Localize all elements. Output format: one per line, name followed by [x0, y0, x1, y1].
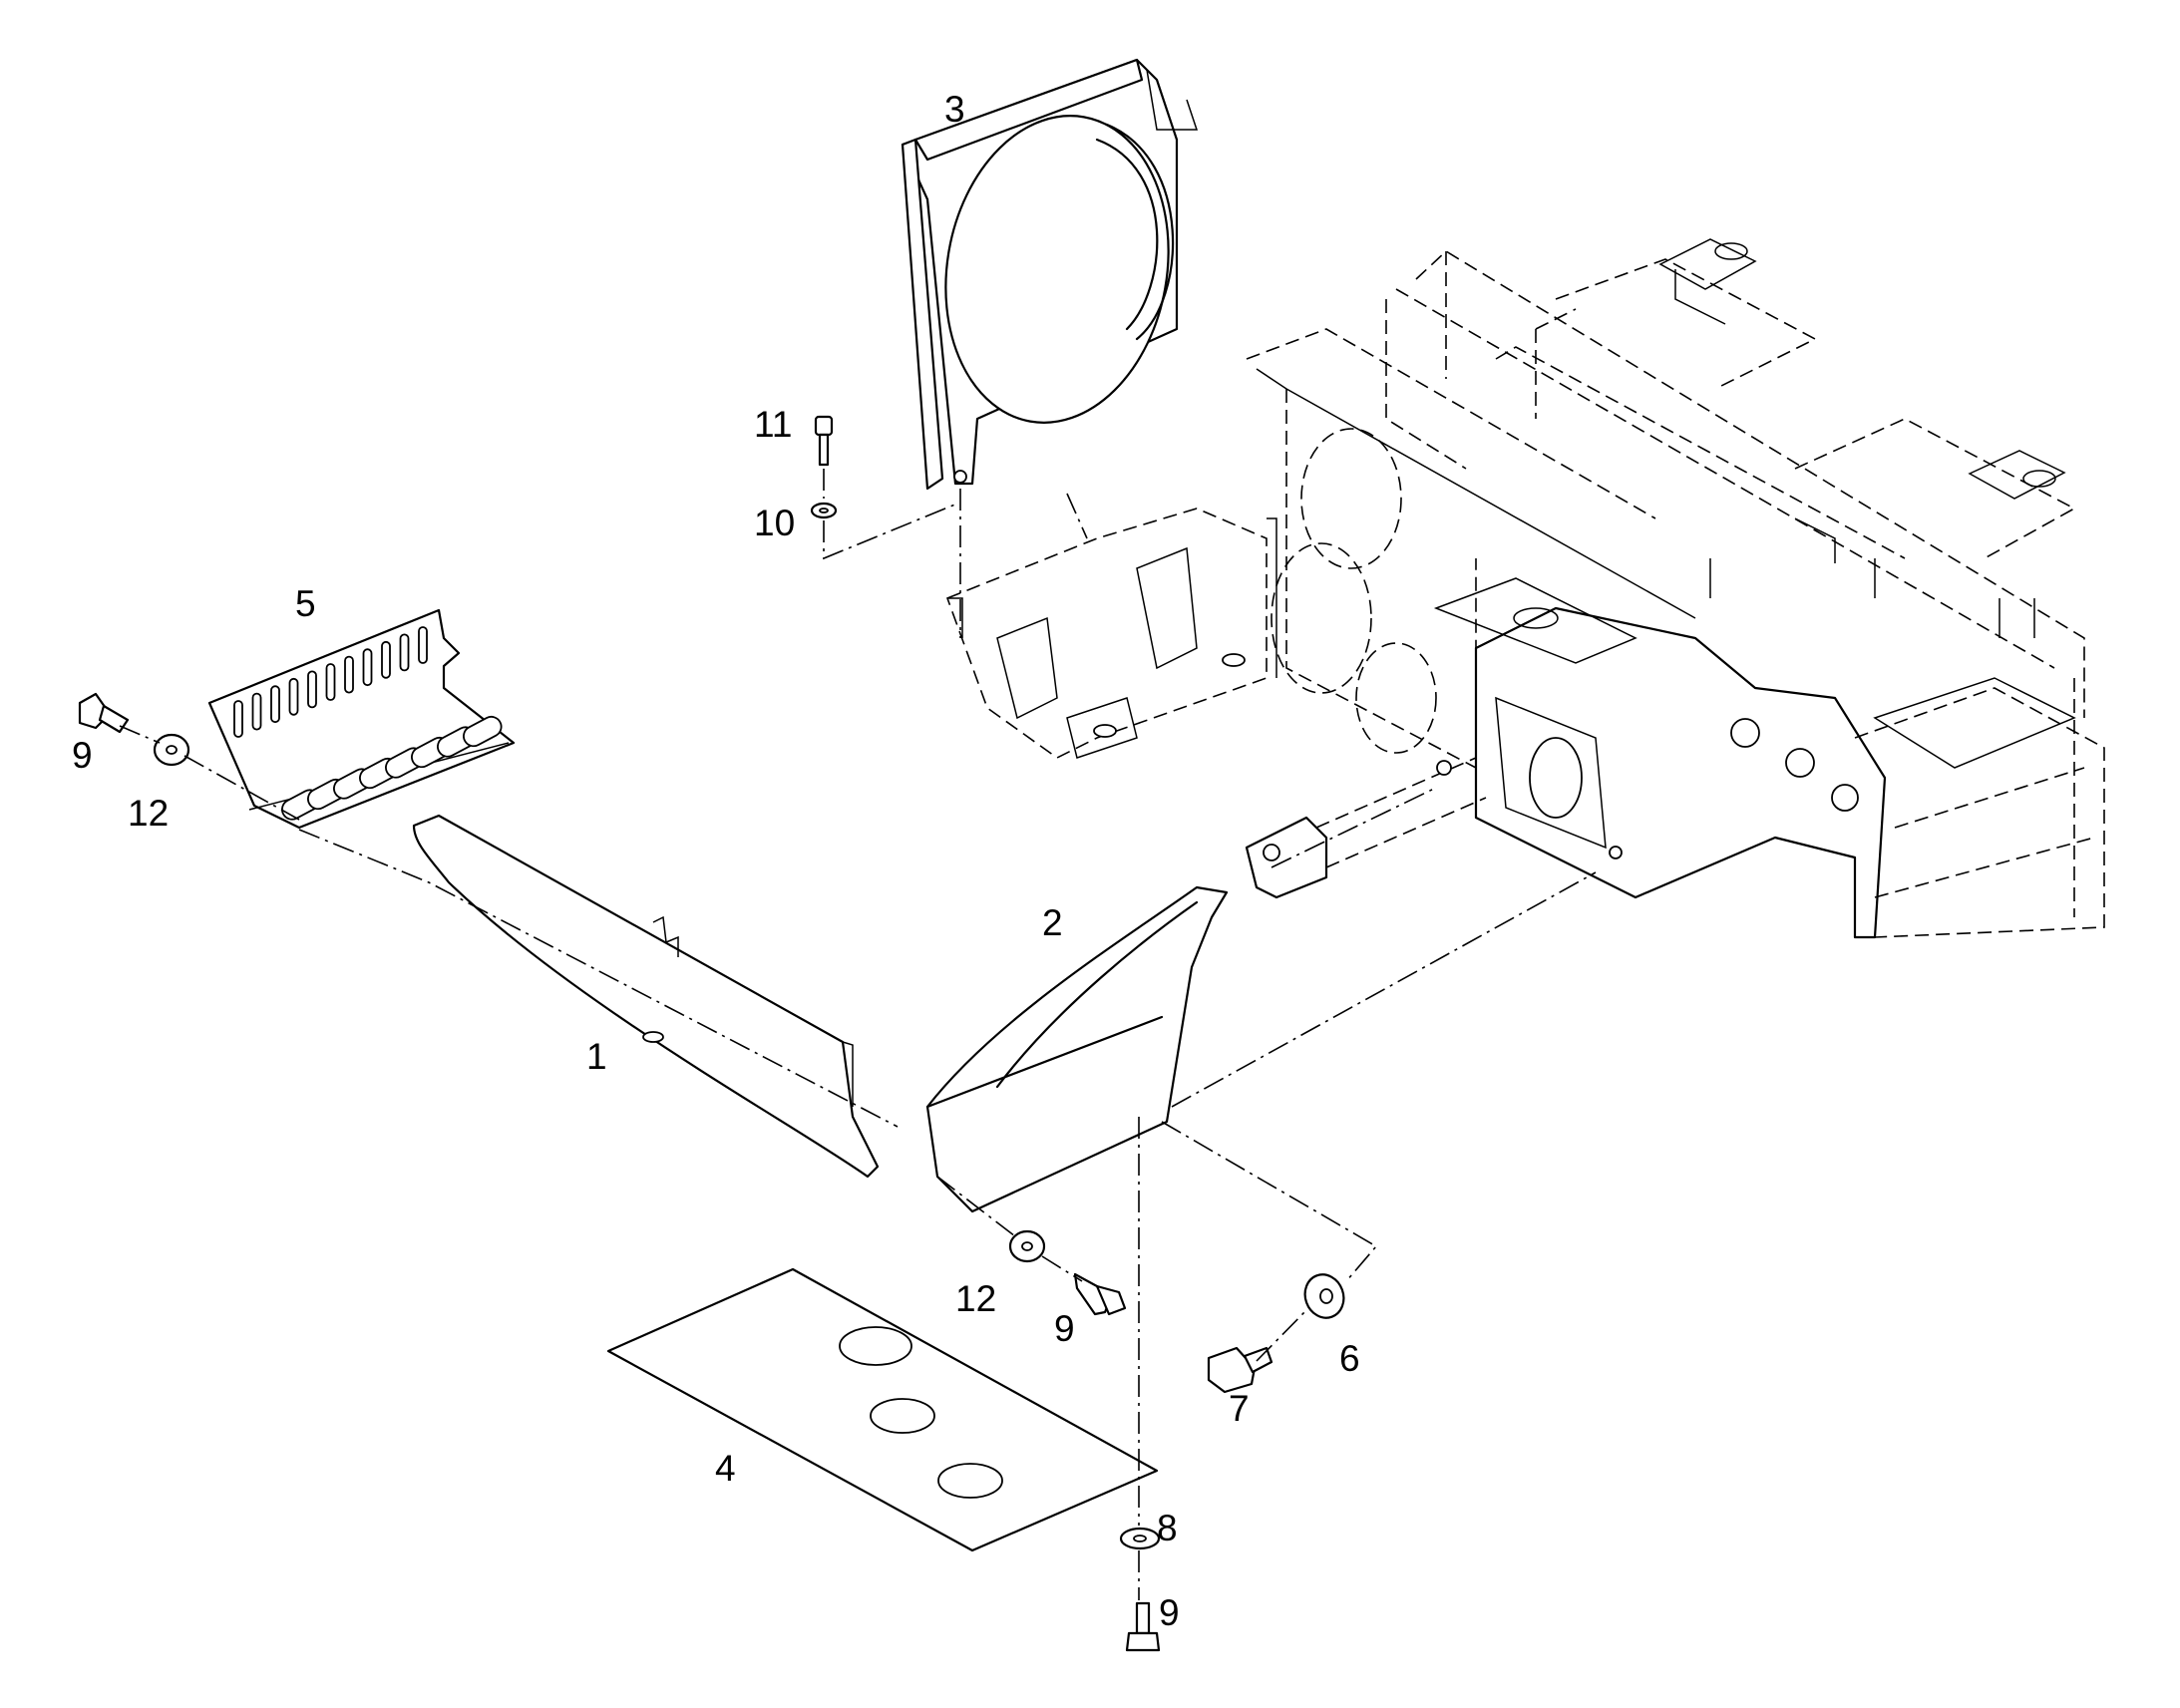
part-9-bolt-middle — [1073, 1272, 1127, 1316]
callout-1: 1 — [586, 1036, 607, 1077]
part-3-fan-shroud — [901, 58, 1199, 491]
grille-slot — [399, 633, 410, 672]
assembly-lines — [119, 469, 1597, 1600]
callout-12-middle: 12 — [955, 1278, 996, 1319]
callout-9-middle: 9 — [1054, 1308, 1075, 1349]
callout-9-bottom: 9 — [1159, 1592, 1180, 1633]
callout-labels: 1 2 3 4 5 6 7 8 9 9 9 10 11 12 12 — [72, 89, 1360, 1633]
callout-3: 3 — [944, 89, 965, 130]
grille-slot — [325, 663, 336, 701]
callout-4: 4 — [715, 1448, 736, 1489]
part-5-perforated-grille — [207, 608, 516, 830]
callout-11: 11 — [754, 404, 792, 445]
grille-slot — [288, 677, 299, 716]
part-11-bolt — [814, 415, 834, 467]
part-6-washer — [1303, 1273, 1345, 1319]
part-12-washer-left — [153, 733, 190, 767]
grille-slot — [344, 655, 354, 694]
callout-10: 10 — [754, 503, 795, 543]
radiator-support-bracket — [945, 508, 1277, 759]
callout-2: 2 — [1042, 902, 1063, 943]
grille-slot — [251, 692, 262, 731]
callout-8: 8 — [1157, 1508, 1178, 1548]
part-4-bottom-plate — [606, 1267, 1159, 1552]
part-8-washer — [1119, 1527, 1161, 1550]
callout-12-left: 12 — [128, 793, 169, 834]
callout-9-left: 9 — [72, 735, 93, 776]
grille-slot — [463, 715, 503, 748]
grille-slot — [418, 626, 428, 664]
grille-slot — [362, 648, 373, 687]
part-2-curved-side-panel — [925, 885, 1229, 1213]
grille-slot — [270, 685, 280, 724]
part-9-bolt-bottom — [1125, 1601, 1161, 1652]
callout-6: 6 — [1339, 1338, 1360, 1379]
callout-7: 7 — [1229, 1388, 1250, 1429]
part-9-bolt-left — [78, 692, 130, 734]
chassis-frame — [1245, 238, 2105, 939]
callout-5: 5 — [295, 583, 316, 624]
part-10-washer — [810, 502, 838, 519]
grille-slot — [381, 640, 391, 679]
grille-slot — [233, 700, 243, 738]
grille-slot — [307, 670, 317, 709]
part-12-washer-middle — [1008, 1229, 1046, 1263]
